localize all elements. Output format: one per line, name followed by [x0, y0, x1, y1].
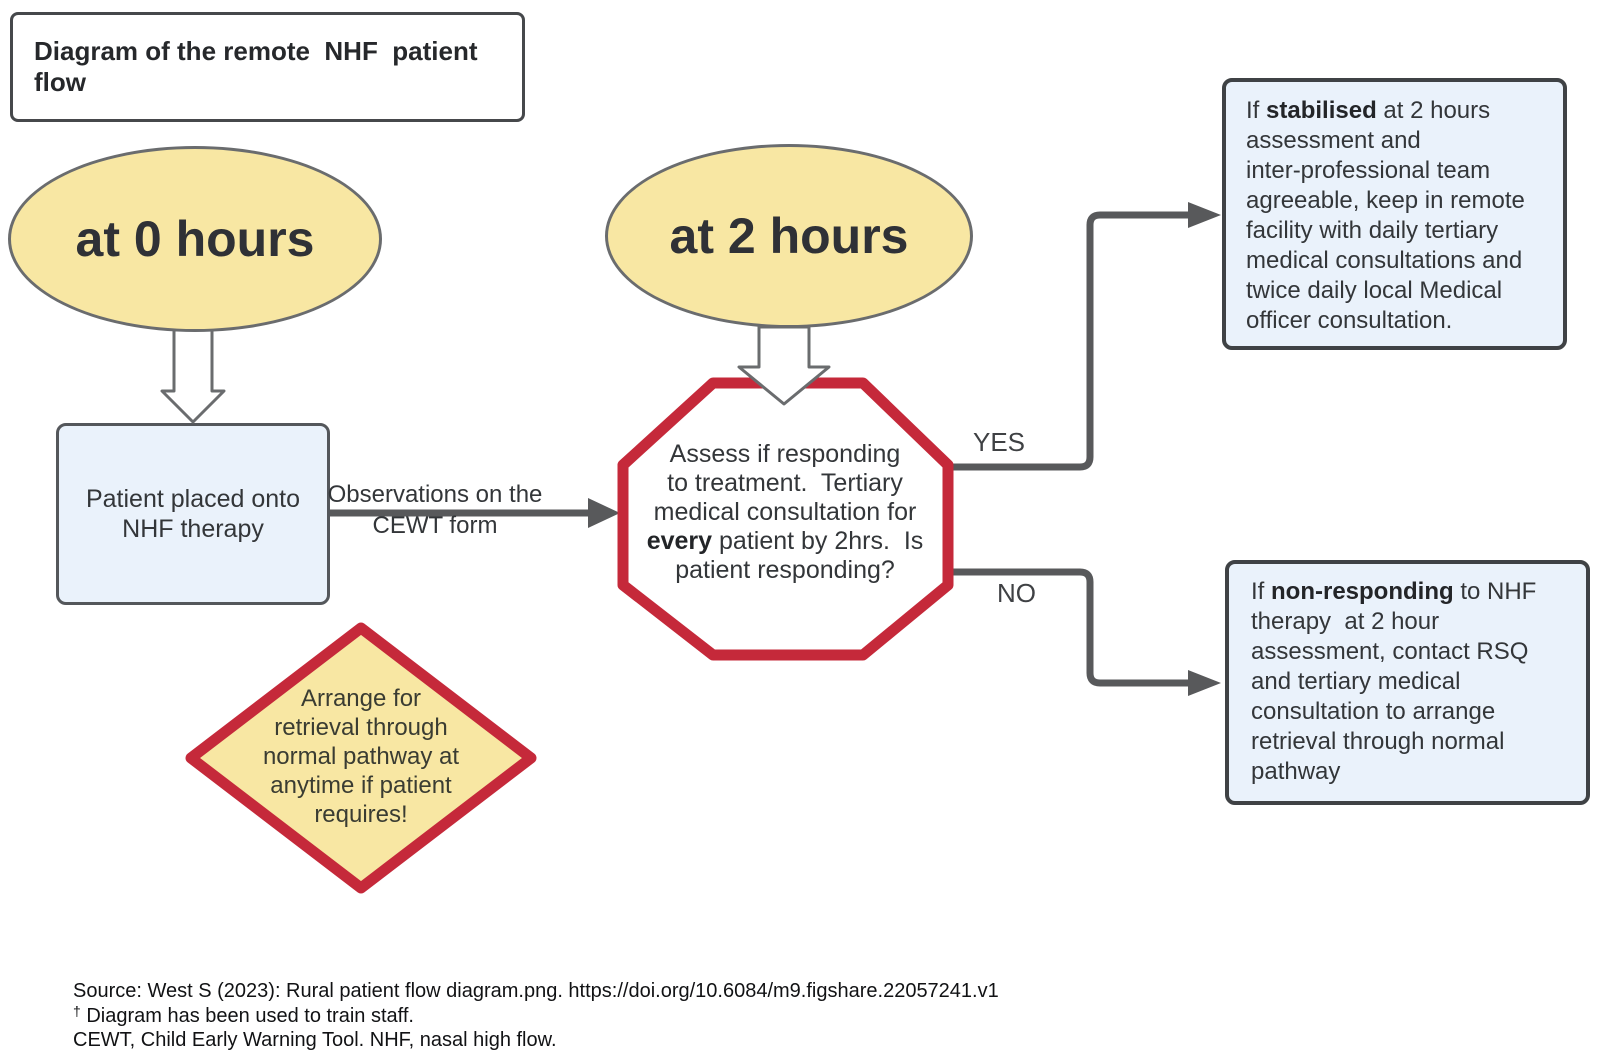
block-arrow-down-icon	[160, 328, 226, 424]
dagger-note-text: Diagram has been used to train staff.	[80, 1005, 414, 1027]
node-patient-nhf-therapy: Patient placed onto NHF therapy	[56, 423, 330, 605]
stabilised-text-pre: If	[1246, 97, 1267, 124]
no-edge-label: NO	[997, 578, 1036, 608]
yes-arrow-line	[938, 211, 1190, 471]
octagon-text-post: patient by 2hrs. Is patient responding?	[675, 527, 924, 584]
patient-box-text: Patient placed onto NHF therapy	[85, 485, 301, 543]
octagon-text-bold: every	[646, 527, 713, 555]
stabilised-text-bold: stabilised	[1266, 97, 1377, 124]
octagon-text-pre: Assess if responding to treatment. Terti…	[653, 440, 917, 526]
abbreviations-note: CEWT, Child Early Warning Tool. NHF, nas…	[73, 1029, 557, 1051]
source-citation: Source: West S (2023): Rural patient flo…	[73, 980, 999, 1002]
nonresponding-text-bold: non-responding	[1271, 578, 1454, 605]
node-at-0-hours: at 0 hours	[8, 146, 382, 332]
at-2-hours-label: at 2 hours	[669, 208, 909, 264]
no-arrowhead-icon	[1188, 670, 1221, 696]
diagram-title: Diagram of the remote NHF patient flow	[34, 36, 485, 97]
no-arrow-line	[938, 568, 1190, 687]
node-stabilised-outcome: If stabilised at 2 hours assessment and …	[1222, 78, 1567, 350]
observations-edge-label: Observations on the CEWT form	[327, 481, 543, 539]
decision-octagon-text: Assess if responding to treatment. Terti…	[630, 440, 940, 585]
node-at-2-hours: at 2 hours	[605, 144, 973, 328]
decision-octagon	[617, 377, 954, 661]
dagger-note: † Diagram has been used to train staff.	[73, 1003, 414, 1028]
title-box: Diagram of the remote NHF patient flow	[10, 12, 525, 122]
retrieval-warning-diamond	[185, 622, 537, 894]
node-nonresponding-outcome: If non-responding to NHF therapy at 2 ho…	[1225, 560, 1590, 805]
retrieval-warning-text: Arrange for retrieval through normal pat…	[262, 685, 460, 828]
yes-arrowhead-icon	[1188, 202, 1221, 228]
observations-arrowhead-icon	[588, 498, 620, 528]
nonresponding-text-pre: If	[1251, 578, 1272, 605]
at-0-hours-label: at 0 hours	[75, 211, 315, 267]
nonresponding-text-post: to NHF therapy at 2 hour assessment, con…	[1251, 578, 1537, 785]
yes-edge-label: YES	[973, 427, 1026, 457]
block-arrow-down-icon	[737, 325, 831, 406]
dagger-symbol: †	[73, 1003, 81, 1019]
stabilised-text-post: at 2 hours assessment and inter-professi…	[1246, 97, 1525, 334]
